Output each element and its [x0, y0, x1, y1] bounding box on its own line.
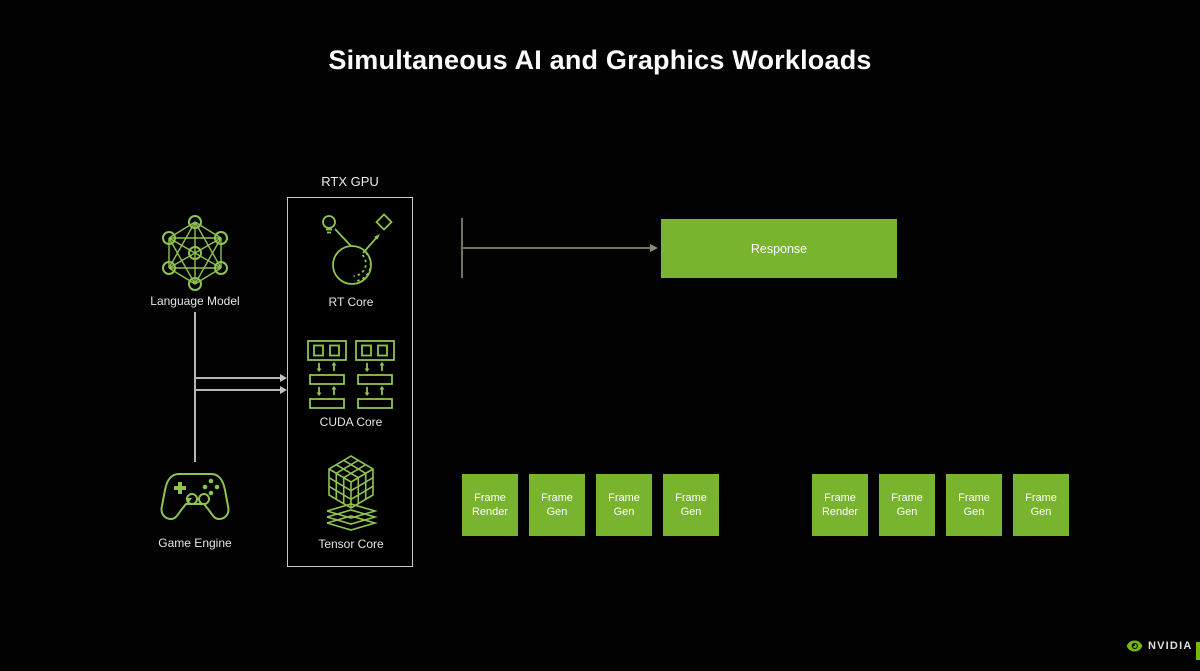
frame-box: Frame Gen: [879, 474, 935, 536]
gpu-box-label: RTX GPU: [321, 174, 379, 189]
ge-arrowhead-icon: [280, 386, 287, 394]
gpu-to-response-arrow: [461, 247, 651, 249]
nvidia-wordmark: NVIDIA: [1148, 639, 1193, 652]
nvidia-eye-icon: [1126, 640, 1143, 651]
frame-box: Frame Gen: [596, 474, 652, 536]
frame-box-line2: Render: [821, 506, 859, 518]
tensor-core-icon: [326, 455, 378, 531]
frame-box-line2: Gen: [546, 506, 568, 518]
lm-to-gpu-arrow: [194, 377, 280, 379]
language-model-label: Language Model: [150, 294, 240, 308]
gamepad-icon: [160, 473, 230, 521]
frame-box-line2: Gen: [1030, 506, 1052, 518]
frame-box-line1: Frame: [675, 491, 707, 504]
frame-box: Frame Render: [812, 474, 868, 536]
frame-box: Frame Gen: [663, 474, 719, 536]
frame-box: Frame Render: [462, 474, 518, 536]
response-arrowhead-icon: [650, 244, 658, 252]
ge-to-gpu-arrow: [194, 389, 280, 391]
cuda-core-icon: [307, 340, 395, 409]
response-box: Response: [661, 219, 897, 278]
frame-box-line2: Gen: [680, 506, 702, 518]
rt-core-label: RT Core: [328, 295, 374, 309]
frame-box-line1: Frame: [608, 491, 640, 504]
inputs-connector-line: [194, 312, 196, 462]
frame-box-line2: Render: [471, 506, 509, 518]
frame-box-line1: Frame: [541, 491, 573, 504]
page-title: Simultaneous AI and Graphics Workloads: [328, 45, 872, 75]
frame-box-line1: Frame: [958, 491, 990, 504]
frame-box-line1: Frame: [891, 491, 923, 504]
frame-box-line2: Gen: [963, 506, 985, 518]
lm-arrowhead-icon: [280, 374, 287, 382]
neural-network-icon: [162, 215, 228, 291]
frame-box-line1: Frame: [474, 491, 506, 504]
frame-box: Frame Gen: [529, 474, 585, 536]
frame-box-line1: Frame: [824, 491, 856, 504]
rtx-gpu-box: RT Core: [287, 197, 413, 567]
cuda-core-label: CUDA Core: [319, 415, 383, 429]
slide-edge-accent: [1196, 642, 1200, 660]
frame-box-line1: Frame: [1025, 491, 1057, 504]
rt-core-icon: [322, 213, 393, 285]
tensor-core-label: Tensor Core: [318, 537, 384, 551]
frame-box-line2: Gen: [896, 506, 918, 518]
frame-box: Frame Gen: [946, 474, 1002, 536]
response-label: Response: [750, 241, 808, 256]
frame-box: Frame Gen: [1013, 474, 1069, 536]
game-engine-label: Game Engine: [158, 536, 232, 550]
nvidia-logo: NVIDIA: [1126, 637, 1192, 654]
frame-box-line2: Gen: [613, 506, 635, 518]
